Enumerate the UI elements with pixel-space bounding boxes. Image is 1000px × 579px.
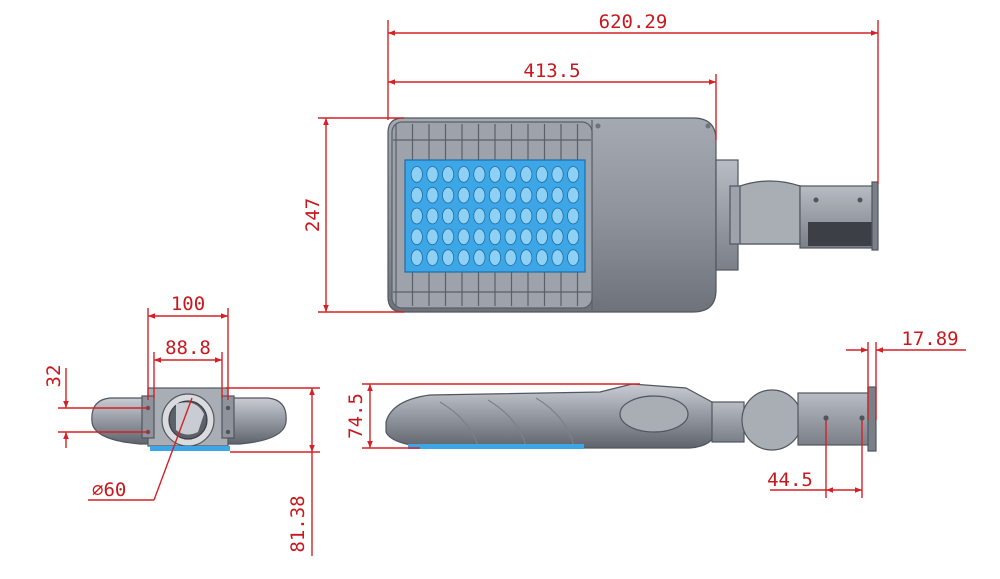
led-cell xyxy=(457,186,470,204)
dim-bracket-inner-width: 88.8 xyxy=(165,337,211,359)
led-cell xyxy=(504,166,517,183)
led-cell xyxy=(442,186,455,204)
led-cell xyxy=(426,166,439,183)
top-fitter-bolt xyxy=(813,197,819,203)
led-cell xyxy=(535,228,548,246)
top-screw xyxy=(705,302,711,308)
led-cell xyxy=(504,249,517,266)
side-arm-neck xyxy=(711,401,745,443)
side-slip-fitter-end xyxy=(867,386,877,452)
side-end-cap xyxy=(619,395,689,433)
led-cell xyxy=(551,228,564,246)
led-cell xyxy=(410,249,423,266)
led-cell xyxy=(473,186,486,204)
led-cell xyxy=(442,166,455,183)
dim-body-height: 74.5 xyxy=(345,393,367,439)
led-cell xyxy=(426,186,439,204)
side-view xyxy=(385,383,877,452)
led-cell xyxy=(567,207,580,225)
led-cell xyxy=(535,166,548,183)
side-arm-knuckle xyxy=(741,389,803,451)
top-screw xyxy=(595,123,601,129)
led-cell xyxy=(488,166,502,183)
led-cell xyxy=(488,186,502,204)
led-cell xyxy=(551,207,564,225)
led-cell xyxy=(567,186,580,204)
top-arm-knuckle xyxy=(739,180,801,245)
top-slip-fitter-end xyxy=(871,181,879,251)
dim-slip-fitter-end: 17.89 xyxy=(901,328,958,350)
led-cell xyxy=(473,228,486,246)
dim-slip-fitter-length: 44.5 xyxy=(767,469,813,491)
led-cells xyxy=(410,166,580,266)
side-fitter-bolt xyxy=(859,415,865,421)
dimension-annotations: 620.29 413.5 247 100 88.8 32 ∅60 xyxy=(43,11,966,556)
led-cell xyxy=(426,207,439,225)
led-cell xyxy=(410,207,423,225)
top-fitter-bolt xyxy=(857,197,863,203)
led-cell xyxy=(520,228,533,246)
top-screw xyxy=(705,123,711,129)
led-cell xyxy=(426,249,439,266)
led-cell xyxy=(488,249,502,266)
led-cell xyxy=(473,249,486,266)
led-cell xyxy=(535,186,548,204)
front-screw xyxy=(225,429,231,435)
side-led-strip xyxy=(408,444,584,449)
led-cell xyxy=(520,249,533,266)
dim-bracket-width: 100 xyxy=(171,293,205,315)
led-cell xyxy=(457,228,470,246)
dim-pole-diameter: ∅60 xyxy=(92,479,126,501)
led-cell xyxy=(488,207,502,225)
led-cell xyxy=(410,186,423,204)
dim-bracket-offset: 32 xyxy=(43,365,65,388)
side-hatch-line xyxy=(535,397,575,447)
led-cell xyxy=(410,166,423,183)
led-cell xyxy=(567,166,580,183)
led-cell xyxy=(442,228,455,246)
led-cell xyxy=(567,228,580,246)
led-cell xyxy=(535,249,548,266)
led-cell xyxy=(504,228,517,246)
led-cell xyxy=(520,186,533,204)
top-slip-fitter-shadow xyxy=(808,222,872,246)
dim-side-height: 81.38 xyxy=(287,495,309,552)
front-view xyxy=(91,387,287,451)
side-hatch-line xyxy=(487,399,527,447)
side-fitter-bolt xyxy=(823,415,829,421)
led-cell xyxy=(457,166,470,183)
front-led-strip xyxy=(150,446,230,451)
led-cell xyxy=(473,166,486,183)
led-cell xyxy=(520,166,533,183)
dim-overall-length: 620.29 xyxy=(599,11,668,33)
led-cell xyxy=(457,207,470,225)
led-cell xyxy=(442,249,455,266)
led-cell xyxy=(473,207,486,225)
led-cell xyxy=(520,207,533,225)
led-cell xyxy=(567,249,580,266)
dim-body-width: 247 xyxy=(302,198,324,232)
front-pole-highlight xyxy=(176,402,204,435)
led-cell xyxy=(426,228,439,246)
side-hatch-line xyxy=(439,401,479,447)
top-view xyxy=(387,117,879,313)
led-cell xyxy=(504,207,517,225)
led-cell xyxy=(535,207,548,225)
led-cell xyxy=(504,186,517,204)
led-cell xyxy=(551,166,564,183)
front-screw xyxy=(225,405,231,411)
led-cell xyxy=(551,186,564,204)
dim-body-length: 413.5 xyxy=(523,60,580,82)
led-cell xyxy=(551,249,564,266)
led-cell xyxy=(488,228,502,246)
led-cell xyxy=(442,207,455,225)
led-cell xyxy=(457,249,470,266)
led-cell xyxy=(410,228,423,246)
top-screw xyxy=(595,302,601,308)
